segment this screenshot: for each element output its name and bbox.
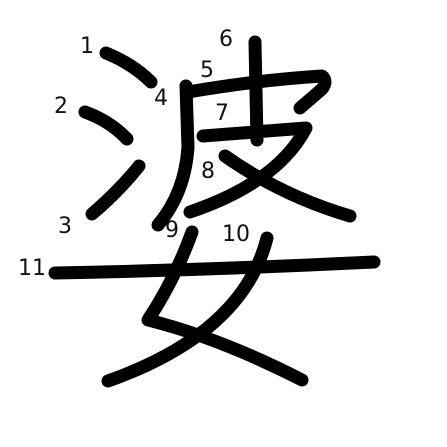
stroke-number-1: 1: [80, 34, 94, 59]
stroke-4: [151, 79, 195, 232]
stroke-number-3: 3: [58, 214, 72, 239]
stroke-number-5: 5: [200, 58, 214, 83]
character-strokes: [48, 35, 381, 388]
stroke-number-6: 6: [219, 27, 233, 52]
stroke-number-9: 9: [165, 218, 179, 243]
stroke-number-labels: 1 2 3 4 5 6 7 8 9 10 11: [18, 27, 250, 281]
stroke-7: [183, 121, 313, 219]
stroke-1: [99, 46, 158, 89]
stroke-2: [78, 105, 134, 146]
stroke-8: [218, 149, 357, 223]
stroke-3: [85, 159, 146, 221]
stroke-number-2: 2: [54, 94, 68, 119]
stroke-number-10: 10: [222, 222, 250, 247]
stroke-11: [48, 255, 381, 280]
stroke-6: [248, 35, 264, 147]
stroke-5: [181, 69, 332, 115]
stroke-number-4: 4: [154, 86, 168, 111]
stroke-number-8: 8: [201, 159, 215, 184]
stroke-number-11: 11: [18, 256, 46, 281]
stroke-number-7: 7: [215, 101, 229, 126]
